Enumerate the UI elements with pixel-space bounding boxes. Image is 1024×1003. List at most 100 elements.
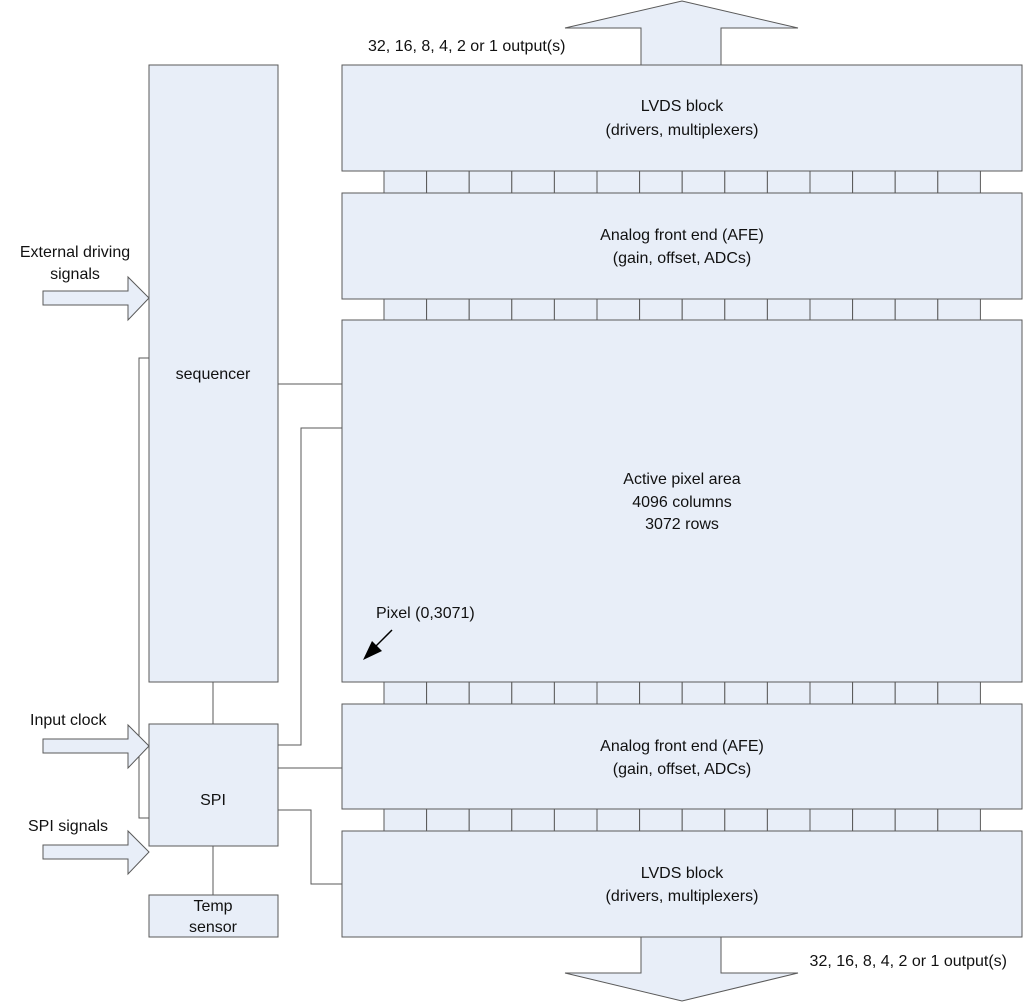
connector-cell	[383, 681, 428, 705]
spi-signals-label: SPI signals	[28, 818, 108, 835]
afe-top-title: Analog front end (AFE)	[600, 227, 764, 244]
connector-cell	[894, 808, 939, 832]
connector-cell	[766, 298, 811, 321]
input-clock-arrow	[42, 723, 150, 770]
input-clock-label: Input clock	[30, 712, 107, 729]
connector-cell	[681, 170, 726, 194]
top-output-arrow	[564, 0, 799, 66]
wire-left-bus	[138, 357, 149, 819]
connector-cell	[468, 808, 513, 832]
connector-strip-lvds-afe-top	[383, 170, 981, 194]
connector-cell	[809, 808, 854, 832]
connector-cell	[724, 808, 768, 832]
connector-cell	[766, 681, 811, 705]
bottom-output-label: 32, 16, 8, 4, 2 or 1 output(s)	[810, 953, 1007, 970]
temp-sensor-line1: Temp	[193, 898, 232, 915]
spi-label: SPI	[200, 792, 226, 809]
connector-cell	[639, 170, 683, 194]
bottom-output-arrow	[564, 936, 799, 1002]
active-pixel-area: Active pixel area 4096 columns 3072 rows…	[341, 319, 1023, 683]
connector-cell	[596, 298, 641, 321]
connector-cell	[724, 170, 768, 194]
connector-cell	[639, 298, 683, 321]
external-driving-label-line2: signals	[50, 266, 100, 283]
connector-cell	[596, 681, 641, 705]
connector-cell	[639, 681, 683, 705]
connector-cell	[511, 170, 555, 194]
connector-cell	[468, 298, 513, 321]
connector-cell	[681, 681, 726, 705]
spi-signals-arrow	[42, 829, 150, 876]
spi-block: SPI	[148, 723, 279, 847]
connector-cell	[596, 170, 641, 194]
connector-cell	[852, 298, 896, 321]
connector-cell	[383, 298, 428, 321]
sequencer-block: sequencer	[148, 64, 279, 683]
connector-cell	[937, 298, 981, 321]
afe-bottom-subtitle: (gain, offset, ADCs)	[613, 761, 751, 778]
temp-sensor-line2: sensor	[189, 919, 238, 936]
connector-strip-afe-lvds-bottom	[383, 808, 981, 832]
pixel-area-rows: 3072 rows	[645, 516, 719, 533]
connector-strip-afe-pixel-top	[383, 298, 981, 321]
temp-sensor-block: Temp sensor	[148, 894, 279, 938]
connector-cell	[383, 808, 428, 832]
external-driving-label-line1: External driving	[20, 244, 130, 261]
afe-block-bottom: Analog front end (AFE) (gain, offset, AD…	[341, 703, 1023, 810]
connector-cell	[511, 681, 555, 705]
connector-cell	[852, 170, 896, 194]
connector-cell	[766, 808, 811, 832]
connector-cell	[937, 681, 981, 705]
lvds-top-subtitle: (drivers, multiplexers)	[606, 122, 759, 139]
afe-block-top: Analog front end (AFE) (gain, offset, AD…	[341, 192, 1023, 300]
connector-cell	[894, 681, 939, 705]
lvds-bottom-title: LVDS block	[641, 865, 724, 882]
connector-cell	[852, 681, 896, 705]
connector-cell	[809, 681, 854, 705]
connector-cell	[937, 170, 981, 194]
wire-spi-to-lvds-bottom	[278, 809, 342, 885]
connector-strip-pixel-afe-bottom	[383, 681, 981, 705]
connector-cell	[809, 298, 854, 321]
wire-spi-to-pixel-area	[278, 427, 342, 746]
lvds-top-title: LVDS block	[641, 98, 724, 115]
connector-cell	[468, 681, 513, 705]
connector-cell	[852, 808, 896, 832]
lvds-bottom-subtitle: (drivers, multiplexers)	[606, 888, 759, 905]
connector-cell	[724, 298, 768, 321]
connector-cell	[937, 808, 981, 832]
connector-cell	[553, 170, 598, 194]
connector-cell	[681, 808, 726, 832]
connector-cell	[681, 298, 726, 321]
connector-cell	[511, 808, 555, 832]
connector-cell	[894, 170, 939, 194]
afe-bottom-title: Analog front end (AFE)	[600, 738, 764, 755]
pixel-marker-arrowhead	[363, 641, 382, 660]
connector-cell	[426, 681, 470, 705]
connector-cell	[553, 808, 598, 832]
pixel-area-title: Active pixel area	[623, 471, 740, 488]
afe-top-subtitle: (gain, offset, ADCs)	[613, 250, 751, 267]
connector-cell	[596, 808, 641, 832]
pixel-area-columns: 4096 columns	[632, 494, 732, 511]
connector-cell	[426, 298, 470, 321]
connector-cell	[724, 681, 768, 705]
connector-cell	[639, 808, 683, 832]
connector-cell	[468, 170, 513, 194]
connector-cell	[766, 170, 811, 194]
lvds-block-top: LVDS block (drivers, multiplexers)	[341, 64, 1023, 172]
connector-cell	[426, 808, 470, 832]
connector-cell	[809, 170, 854, 194]
connector-cell	[383, 170, 428, 194]
external-driving-arrow	[42, 275, 150, 322]
top-output-label: 32, 16, 8, 4, 2 or 1 output(s)	[368, 38, 565, 55]
connector-cell	[894, 298, 939, 321]
connector-cell	[511, 298, 555, 321]
connector-cell	[553, 298, 598, 321]
sequencer-label: sequencer	[176, 366, 251, 383]
lvds-block-bottom: LVDS block (drivers, multiplexers)	[341, 830, 1023, 938]
connector-cell	[426, 170, 470, 194]
pixel-marker-label: Pixel (0,3071)	[376, 605, 475, 622]
connector-cell	[553, 681, 598, 705]
